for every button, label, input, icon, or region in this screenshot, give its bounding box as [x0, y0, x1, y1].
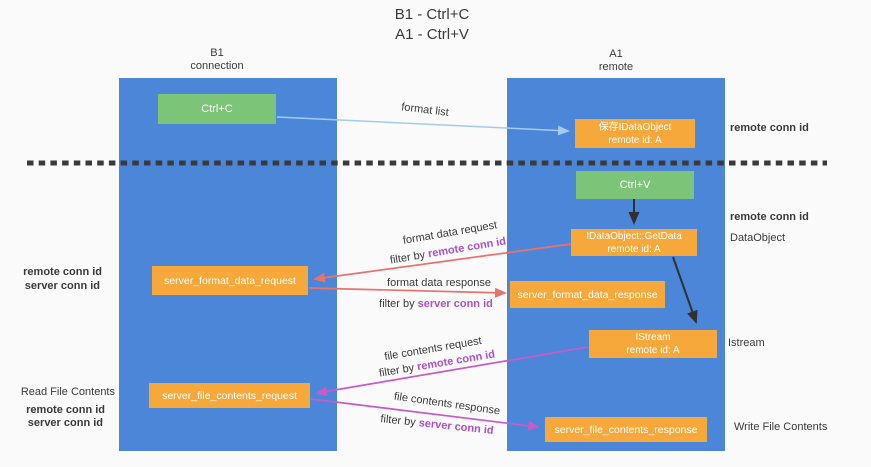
node-istream-title: IStream [635, 332, 671, 343]
left-label-server-conn-id-1: server conn id [24, 280, 100, 292]
filter-by-text: filter by [378, 361, 419, 380]
label-filter-by-server-conn-id-1: filter by server conn id [379, 298, 493, 310]
left-label-server-conn-id-2: server conn id [27, 417, 103, 429]
column-b1-name: B1 [210, 47, 224, 59]
node-istream: IStream remote id: A [589, 330, 717, 358]
label-format-data-response: format data response [387, 277, 491, 289]
server-conn-id-key: server conn id [418, 417, 495, 437]
right-label-dataobject: DataObject [730, 232, 786, 244]
node-getdata-remote-id: remote id: A [607, 243, 661, 255]
right-label-remote-conn-id-mid: remote conn id [730, 211, 809, 223]
label-filter-by-server-conn-id-2: filter by server conn id [380, 413, 494, 437]
filter-by-text: filter by [379, 298, 418, 310]
column-a1-role: remote [598, 61, 634, 73]
node-server-format-data-request: server_format_data_request [152, 266, 308, 295]
node-save-idataobject-remote-id: remote id: A [608, 134, 662, 146]
column-header-b1: B1 connection [108, 47, 326, 73]
node-getdata-title: IDataObject::GetData [586, 230, 682, 242]
node-server-file-contents-response: server_file_contents_response [545, 417, 707, 442]
diagram-title-line1: B1 - Ctrl+C [394, 6, 470, 23]
right-label-remote-conn-id-top: remote conn id [730, 122, 809, 134]
node-ctrl-v: Ctrl+V [576, 171, 694, 199]
node-ctrl-c: Ctrl+C [158, 94, 276, 124]
right-label-write-file-contents: Write File Contents [734, 421, 828, 433]
column-a1-name: A1 [609, 48, 623, 60]
diagram-title-line2: A1 - Ctrl+V [395, 26, 469, 43]
node-save-idataobject: 保存IDataObject remote id: A [575, 119, 695, 148]
column-b1-role: connection [190, 60, 244, 72]
node-istream-remote-id: remote id: A [626, 345, 680, 356]
right-label-istream: Istream [728, 337, 765, 349]
column-header-a1: A1 remote [507, 48, 725, 74]
node-server-file-contents-request: server_file_contents_request [149, 383, 310, 408]
left-label-read-file-contents: Read File Contents [20, 386, 115, 398]
left-label-remote-conn-id-1: remote conn id [23, 266, 102, 278]
label-file-contents-response: file contents response [393, 390, 501, 418]
node-server-format-data-response: server_format_data_response [510, 281, 665, 308]
filter-by-text: filter by [389, 248, 430, 267]
left-label-remote-conn-id-2: remote conn id [26, 404, 105, 416]
label-format-list: format list [400, 101, 450, 119]
node-save-idataobject-title: 保存IDataObject [598, 121, 672, 133]
node-idataobject-getdata: IDataObject::GetData remote id: A [571, 229, 697, 256]
filter-by-text: filter by [379, 413, 420, 430]
server-conn-id-key: server conn id [417, 298, 493, 310]
